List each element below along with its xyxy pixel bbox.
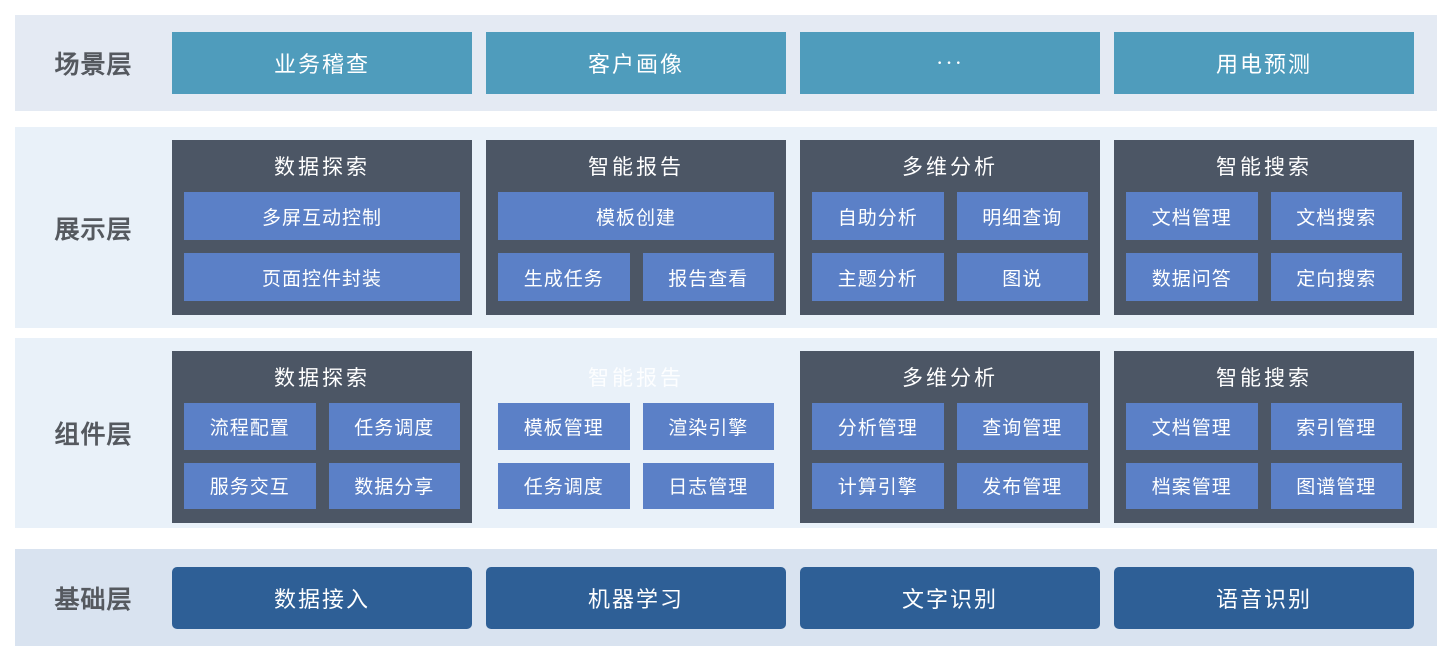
base-item: 文字识别 bbox=[800, 566, 1100, 629]
group-rows: 流程配置任务调度服务交互数据分享 bbox=[184, 403, 460, 509]
group-rows: 模板管理渲染引擎任务调度日志管理 bbox=[498, 403, 774, 509]
feature-item: 发布管理 bbox=[956, 462, 1088, 509]
band-content: 数据探索多屏互动控制页面控件封装智能报告模板创建生成任务报告查看多维分析自助分析… bbox=[172, 127, 1437, 328]
group-row: 文档管理文档搜索 bbox=[1126, 192, 1402, 240]
group-title: 数据探索 bbox=[274, 366, 370, 390]
feature-item: 多屏互动控制 bbox=[184, 192, 460, 240]
feature-group: 智能报告模板管理渲染引擎任务调度日志管理 bbox=[486, 351, 786, 523]
feature-item: 服务交互 bbox=[184, 462, 316, 509]
feature-item: 档案管理 bbox=[1126, 462, 1258, 509]
feature-item: 计算引擎 bbox=[812, 462, 944, 509]
feature-item: 图说 bbox=[956, 253, 1088, 301]
group-row: 模板创建 bbox=[498, 192, 774, 240]
layer-label: 场景层 bbox=[54, 51, 133, 79]
group-row: 服务交互数据分享 bbox=[184, 462, 460, 509]
layer-band-base: 基础层 数据接入机器学习文字识别语音识别 bbox=[15, 549, 1437, 646]
feature-item: 主题分析 bbox=[812, 253, 944, 301]
group-row: 流程配置任务调度 bbox=[184, 403, 460, 450]
base-item: 机器学习 bbox=[486, 566, 786, 629]
feature-item: 索引管理 bbox=[1270, 403, 1402, 450]
group-rows: 自助分析明细查询主题分析图说 bbox=[812, 192, 1088, 301]
feature-group: 数据探索多屏互动控制页面控件封装 bbox=[172, 140, 472, 315]
feature-item: 数据问答 bbox=[1126, 253, 1258, 301]
group-rows: 多屏互动控制页面控件封装 bbox=[184, 192, 460, 301]
group-row: 档案管理图谱管理 bbox=[1126, 462, 1402, 509]
group-row: 多屏互动控制 bbox=[184, 192, 460, 240]
feature-item: 渲染引擎 bbox=[642, 403, 774, 450]
group-row: 数据问答定向搜索 bbox=[1126, 253, 1402, 301]
group-row: 自助分析明细查询 bbox=[812, 192, 1088, 240]
feature-item: 报告查看 bbox=[642, 253, 774, 301]
group-row: 文档管理索引管理 bbox=[1126, 403, 1402, 450]
feature-group: 数据探索流程配置任务调度服务交互数据分享 bbox=[172, 351, 472, 523]
layer-band-display: 展示层数据探索多屏互动控制页面控件封装智能报告模板创建生成任务报告查看多维分析自… bbox=[15, 127, 1437, 328]
group-title: 智能搜索 bbox=[1216, 155, 1312, 179]
scenario-item: 业务稽查 bbox=[172, 32, 472, 94]
feature-group: 多维分析分析管理查询管理计算引擎发布管理 bbox=[800, 351, 1100, 523]
group-title: 数据探索 bbox=[274, 155, 370, 179]
group-title: 智能报告 bbox=[588, 155, 684, 179]
group-row: 生成任务报告查看 bbox=[498, 253, 774, 301]
feature-item: 图谱管理 bbox=[1270, 462, 1402, 509]
layer-label: 组件层 bbox=[54, 421, 133, 449]
group-row: 分析管理查询管理 bbox=[812, 403, 1088, 450]
layer-band-scenario: 场景层 业务稽查客户画像···用电预测 bbox=[15, 15, 1437, 111]
group-row: 模板管理渲染引擎 bbox=[498, 403, 774, 450]
feature-item: 页面控件封装 bbox=[184, 253, 460, 301]
scenario-item: 客户画像 bbox=[486, 32, 786, 94]
feature-item: 日志管理 bbox=[642, 462, 774, 509]
group-title: 智能搜索 bbox=[1216, 366, 1312, 390]
feature-item: 定向搜索 bbox=[1270, 253, 1402, 301]
group-rows: 文档管理索引管理档案管理图谱管理 bbox=[1126, 403, 1402, 509]
feature-item: 任务调度 bbox=[328, 403, 460, 450]
feature-item: 数据分享 bbox=[328, 462, 460, 509]
feature-item: 模板管理 bbox=[498, 403, 630, 450]
group-row: 计算引擎发布管理 bbox=[812, 462, 1088, 509]
base-item: 数据接入 bbox=[172, 566, 472, 629]
feature-item: 文档管理 bbox=[1126, 403, 1258, 450]
feature-item: 分析管理 bbox=[812, 403, 944, 450]
feature-item: 模板创建 bbox=[498, 192, 774, 240]
scenario-item: 用电预测 bbox=[1114, 32, 1414, 94]
group-rows: 文档管理文档搜索数据问答定向搜索 bbox=[1126, 192, 1402, 301]
feature-item: 任务调度 bbox=[498, 462, 630, 509]
feature-group: 智能搜索文档管理文档搜索数据问答定向搜索 bbox=[1114, 140, 1414, 315]
feature-group: 智能报告模板创建生成任务报告查看 bbox=[486, 140, 786, 315]
feature-item: 文档搜索 bbox=[1270, 192, 1402, 240]
band-content: 数据接入机器学习文字识别语音识别 bbox=[172, 549, 1437, 646]
layer-band-component: 组件层数据探索流程配置任务调度服务交互数据分享智能报告模板管理渲染引擎任务调度日… bbox=[15, 338, 1437, 528]
group-title: 智能报告 bbox=[588, 366, 684, 390]
group-title: 多维分析 bbox=[902, 155, 998, 179]
feature-group: 多维分析自助分析明细查询主题分析图说 bbox=[800, 140, 1100, 315]
feature-item: 自助分析 bbox=[812, 192, 944, 240]
group-row: 页面控件封装 bbox=[184, 253, 460, 301]
group-rows: 模板创建生成任务报告查看 bbox=[498, 192, 774, 301]
group-title: 多维分析 bbox=[902, 366, 998, 390]
group-rows: 分析管理查询管理计算引擎发布管理 bbox=[812, 403, 1088, 509]
band-content: 业务稽查客户画像···用电预测 bbox=[172, 15, 1437, 111]
feature-item: 生成任务 bbox=[498, 253, 630, 301]
base-item: 语音识别 bbox=[1114, 566, 1414, 629]
layer-label: 展示层 bbox=[54, 215, 133, 244]
band-content: 数据探索流程配置任务调度服务交互数据分享智能报告模板管理渲染引擎任务调度日志管理… bbox=[172, 338, 1437, 528]
feature-group: 智能搜索文档管理索引管理档案管理图谱管理 bbox=[1114, 351, 1414, 523]
scenario-item: ··· bbox=[800, 32, 1100, 94]
group-row: 任务调度日志管理 bbox=[498, 462, 774, 509]
group-row: 主题分析图说 bbox=[812, 253, 1088, 301]
feature-item: 文档管理 bbox=[1126, 192, 1258, 240]
layer-label: 基础层 bbox=[54, 585, 133, 614]
feature-item: 查询管理 bbox=[956, 403, 1088, 450]
feature-item: 明细查询 bbox=[956, 192, 1088, 240]
feature-item: 流程配置 bbox=[184, 403, 316, 450]
